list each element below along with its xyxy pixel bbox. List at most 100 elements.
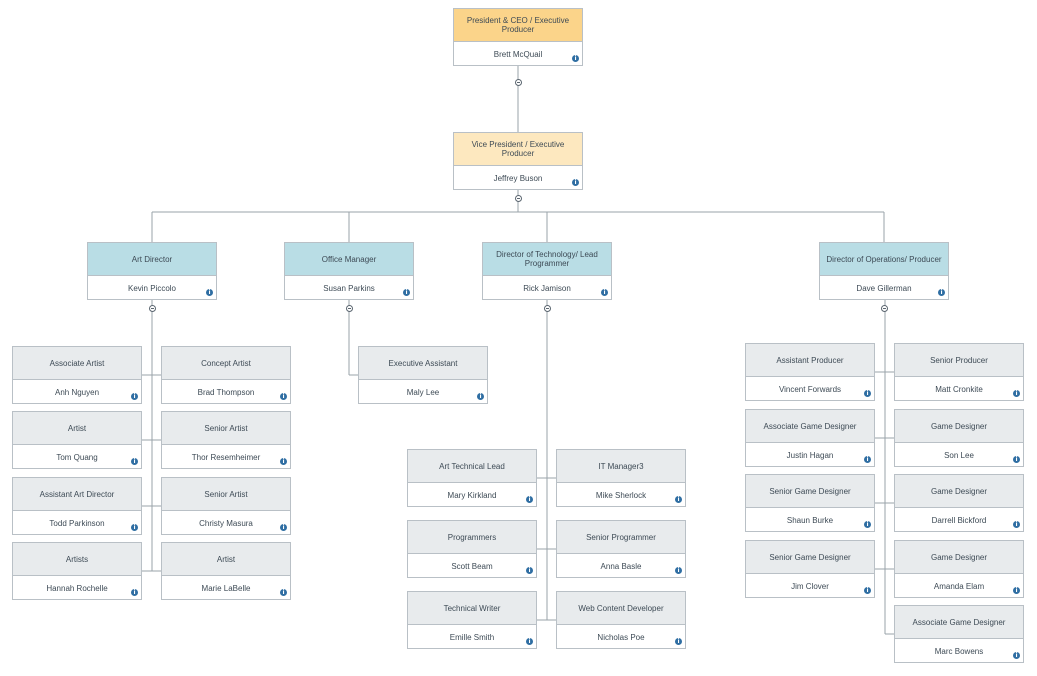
info-icon[interactable]: i [526,496,533,503]
info-icon[interactable]: i [1013,456,1020,463]
info-icon[interactable]: i [403,289,410,296]
node-name: Son Lee [944,450,974,460]
node-name: Amanda Elam [933,581,985,591]
info-icon[interactable]: i [1013,652,1020,659]
node-name: Mike Sherlock [595,490,647,500]
node-name: Anna Basle [600,561,642,571]
node-name: Marc Bowens [934,646,984,656]
node-name: Kevin Piccolo [127,283,177,293]
node-title: Artist [162,543,290,576]
info-icon[interactable]: i [206,289,213,296]
info-icon[interactable]: i [675,496,682,503]
info-icon[interactable]: i [526,567,533,574]
info-icon[interactable]: i [1013,587,1020,594]
node-title: Art Technical Lead [408,450,536,483]
node-title: Director of Operations/ Producer [820,243,948,276]
node-title: Concept Artist [162,347,290,380]
node-name: Justin Hagan [786,450,834,460]
collapse-icon[interactable] [148,304,156,312]
info-icon[interactable]: i [280,524,287,531]
info-icon[interactable]: i [280,393,287,400]
node-title: Senior Programmer [557,521,685,554]
info-icon[interactable]: i [131,589,138,596]
node-title: Executive Assistant [359,347,487,380]
node-name: Shaun Burke [786,515,834,525]
info-icon[interactable]: i [675,638,682,645]
node-title: Programmers [408,521,536,554]
collapse-icon[interactable] [514,78,522,86]
node-title: IT Manager3 [557,450,685,483]
node-name: Dave Gillerman [856,283,912,293]
node-name: Brett McQuail [493,49,543,59]
info-icon[interactable]: i [864,456,871,463]
info-icon[interactable]: i [131,458,138,465]
collapse-icon[interactable] [514,194,522,202]
node-name: Jeffrey Buson [493,173,543,183]
info-icon[interactable]: i [864,390,871,397]
info-icon[interactable]: i [526,638,533,645]
info-icon[interactable]: i [572,179,579,186]
info-icon[interactable]: i [477,393,484,400]
info-icon[interactable]: i [280,589,287,596]
info-icon[interactable]: i [280,458,287,465]
node-name: Marie LaBelle [201,583,251,593]
node-title: Game Designer [895,541,1023,574]
node-title: Associate Game Designer [895,606,1023,639]
node-title: Game Designer [895,410,1023,443]
info-icon[interactable]: i [864,587,871,594]
node-title: Senior Artist [162,478,290,511]
info-icon[interactable]: i [1013,521,1020,528]
info-icon[interactable]: i [938,289,945,296]
info-icon[interactable]: i [675,567,682,574]
collapse-icon[interactable] [543,304,551,312]
node-name: Scott Beam [451,561,493,571]
collapse-icon[interactable] [880,304,888,312]
info-icon[interactable]: i [864,521,871,528]
collapse-icon[interactable] [345,304,353,312]
info-icon[interactable]: i [1013,390,1020,397]
info-icon[interactable]: i [601,289,608,296]
node-name: Todd Parkinson [49,518,105,528]
node-name: Hannah Rochelle [46,583,108,593]
info-icon[interactable]: i [131,524,138,531]
node-title: Artist [13,412,141,445]
node-title: President & CEO / Executive Producer [454,9,582,42]
node-name: Tom Quang [56,452,98,462]
node-title: Assistant Producer [746,344,874,377]
node-name: Nicholas Poe [597,632,645,642]
node-name: Thor Resemheimer [191,452,261,462]
info-icon[interactable]: i [572,55,579,62]
info-icon[interactable]: i [131,393,138,400]
